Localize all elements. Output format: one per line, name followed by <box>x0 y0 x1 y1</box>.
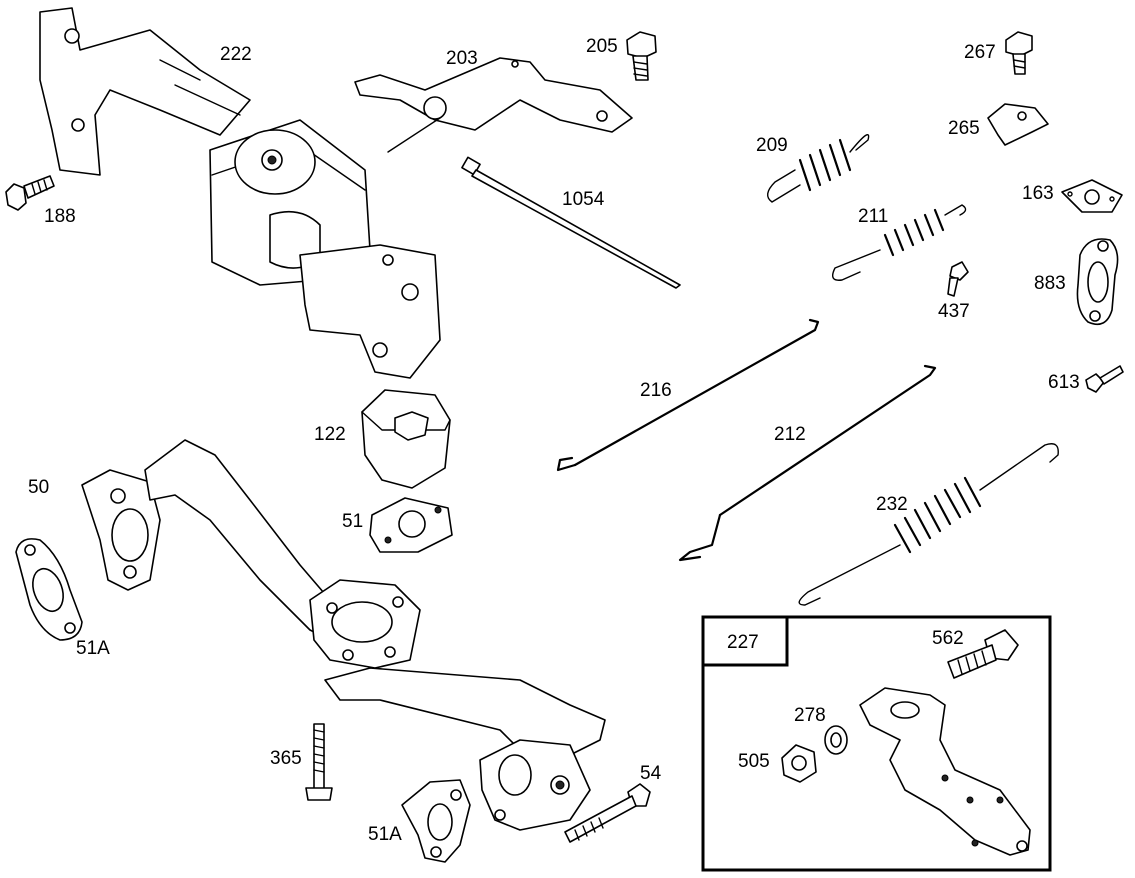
label-212: 212 <box>774 424 806 445</box>
part-883-gasket <box>1076 238 1119 326</box>
label-883: 883 <box>1034 273 1066 294</box>
label-51: 51 <box>342 511 363 532</box>
label-51a-bottom: 51A <box>368 824 402 845</box>
label-1054: 1054 <box>562 189 605 210</box>
label-54: 54 <box>640 763 662 784</box>
label-51a-left: 51A <box>76 638 110 659</box>
part-222-bracket <box>39 7 441 379</box>
label-265: 265 <box>948 118 980 139</box>
part-122-spacer <box>361 389 451 489</box>
part-50-manifold <box>81 439 606 831</box>
label-188: 188 <box>44 206 76 227</box>
label-505: 505 <box>738 751 770 772</box>
label-227: 227 <box>727 632 759 653</box>
part-613-screw <box>1085 365 1124 393</box>
label-365: 365 <box>270 748 302 769</box>
part-51a-bottom-gasket <box>401 779 471 863</box>
detail-box-227 <box>701 615 1052 872</box>
label-216: 216 <box>640 380 672 401</box>
label-209: 209 <box>756 135 788 156</box>
part-365-stud <box>305 723 333 801</box>
part-188-screw <box>5 175 55 211</box>
label-163: 163 <box>1022 183 1054 204</box>
part-51-gasket <box>369 497 453 553</box>
part-216-rod <box>556 318 820 472</box>
part-163-gasket <box>1061 179 1123 213</box>
label-437: 437 <box>938 301 970 322</box>
label-122: 122 <box>314 424 346 445</box>
part-54-bolt <box>564 783 651 843</box>
part-211-spring <box>832 204 967 281</box>
part-212-rod <box>678 364 937 562</box>
part-1054-cable-tie <box>461 156 681 289</box>
part-205-bolt <box>626 31 657 81</box>
label-203: 203 <box>446 48 478 69</box>
part-267-bolt <box>1005 31 1033 75</box>
part-203-bracket <box>354 57 633 153</box>
label-267: 267 <box>964 42 996 63</box>
part-51a-left-gasket <box>15 538 83 641</box>
label-222: 222 <box>220 44 252 65</box>
label-613: 613 <box>1048 372 1080 393</box>
label-211: 211 <box>858 206 888 227</box>
label-278: 278 <box>794 705 826 726</box>
part-265-clip <box>987 103 1049 146</box>
part-437-screw <box>947 261 969 297</box>
label-205: 205 <box>586 36 618 57</box>
label-232: 232 <box>876 494 908 515</box>
label-562: 562 <box>932 628 964 649</box>
part-232-spring <box>798 443 1059 606</box>
label-50: 50 <box>28 477 49 498</box>
part-209-spring <box>767 133 870 203</box>
